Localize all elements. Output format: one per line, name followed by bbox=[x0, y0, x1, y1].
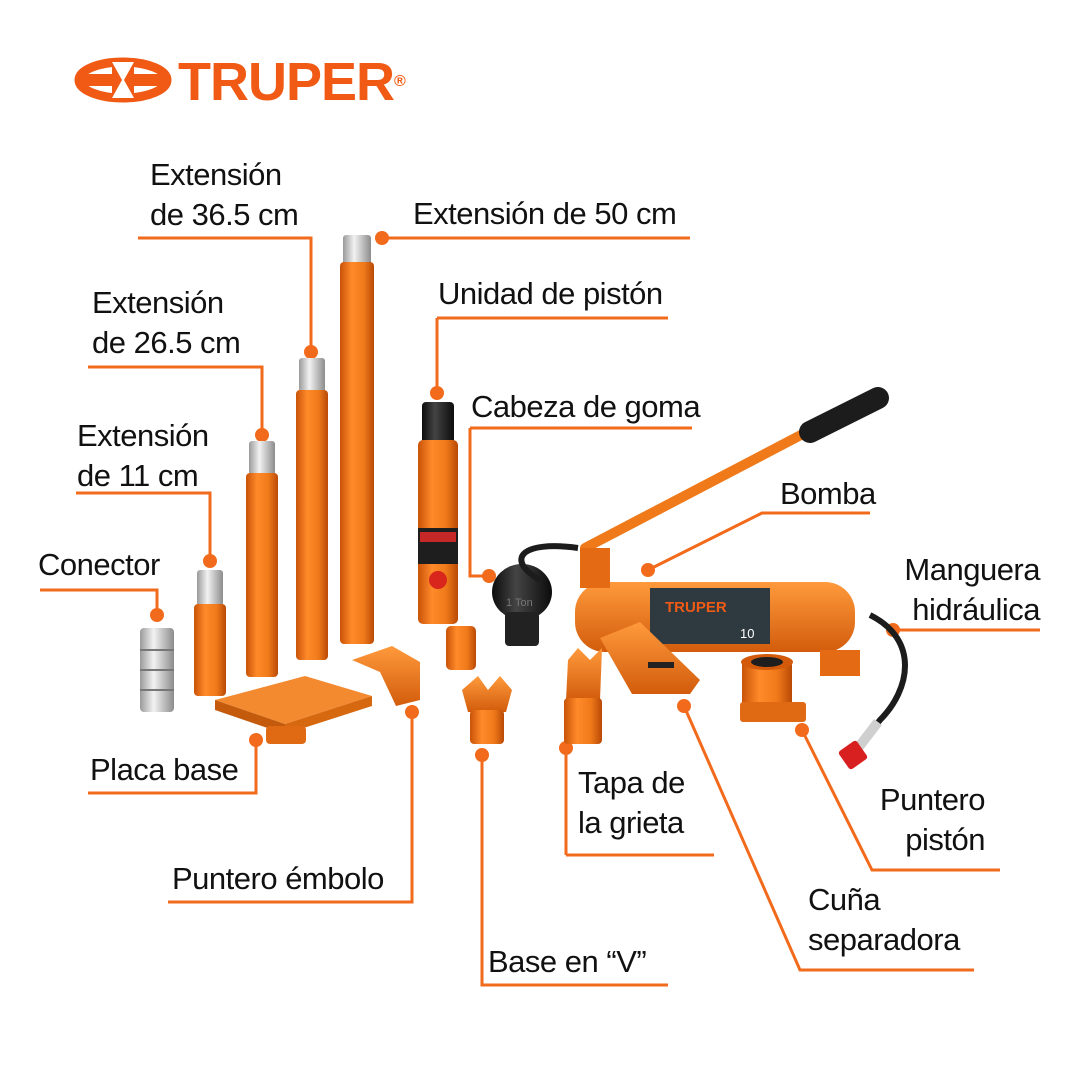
leader-plunger-tip bbox=[168, 712, 414, 904]
label-extension-365cm: Extensión de 36.5 cm bbox=[150, 157, 299, 232]
label-spreader-wedge: Cuña separadora bbox=[808, 882, 960, 957]
leader-base-plate bbox=[88, 740, 258, 795]
label-crack-cap: Tapa de la grieta bbox=[578, 765, 685, 840]
pump-capacity-label: 10 bbox=[740, 626, 754, 641]
leader-ext-11 bbox=[76, 491, 212, 560]
label-hydraulic-hose: Manguera hidráulica bbox=[904, 552, 1040, 627]
crack-cap-part bbox=[564, 648, 602, 744]
label-extension-50cm: Extensión de 50 cm bbox=[413, 196, 677, 231]
pump-brand-label: TRUPER bbox=[665, 599, 727, 616]
extension-11cm-tube bbox=[194, 570, 226, 696]
label-base-plate: Placa base bbox=[90, 752, 239, 787]
plunger-tip-part bbox=[352, 646, 420, 706]
leader-spreader bbox=[682, 705, 974, 972]
brand-logo-text: TRUPER® bbox=[178, 52, 406, 112]
label-rubber-head: Cabeza de goma bbox=[471, 389, 701, 424]
hose-coupler bbox=[838, 740, 868, 770]
hose-spring-end bbox=[854, 718, 882, 752]
label-extension-265cm: Extensión de 26.5 cm bbox=[92, 285, 241, 360]
extension-265cm-tube bbox=[246, 441, 278, 677]
tip-cylinder-part bbox=[446, 626, 476, 670]
label-piston-unit: Unidad de pistón bbox=[438, 276, 663, 311]
hydraulic-hose bbox=[518, 543, 908, 747]
extension-50cm-tube bbox=[340, 235, 374, 644]
pump-handle bbox=[580, 387, 889, 553]
truper-logo-symbol bbox=[74, 57, 172, 103]
label-pump: Bomba bbox=[780, 476, 876, 511]
leader-ext-365 bbox=[138, 236, 313, 350]
leader-piston-tip bbox=[800, 729, 1000, 872]
piston-tip-part bbox=[740, 654, 806, 722]
leader-rubber-head-drop bbox=[468, 428, 488, 578]
jack-capacity-label: 1 Ton bbox=[506, 597, 533, 609]
spreader-wedge-part bbox=[600, 622, 700, 694]
label-plunger-tip: Puntero émbolo bbox=[172, 861, 384, 896]
leader-v-base bbox=[480, 755, 668, 987]
leader-ext-265 bbox=[88, 365, 264, 433]
leader-dots bbox=[150, 231, 900, 762]
leader-pump bbox=[647, 511, 870, 572]
base-plate-part bbox=[215, 676, 372, 744]
label-v-base: Base en “V” bbox=[488, 944, 647, 979]
extension-365cm-tube bbox=[296, 358, 328, 660]
v-base-part bbox=[462, 676, 512, 744]
label-piston-tip: Puntero pistón bbox=[879, 782, 986, 857]
label-connector: Conector bbox=[38, 547, 160, 582]
connector-part bbox=[140, 628, 174, 712]
leader-connector bbox=[40, 588, 159, 613]
piston-unit bbox=[418, 402, 458, 624]
label-extension-11cm: Extensión de 11 cm bbox=[77, 418, 209, 493]
